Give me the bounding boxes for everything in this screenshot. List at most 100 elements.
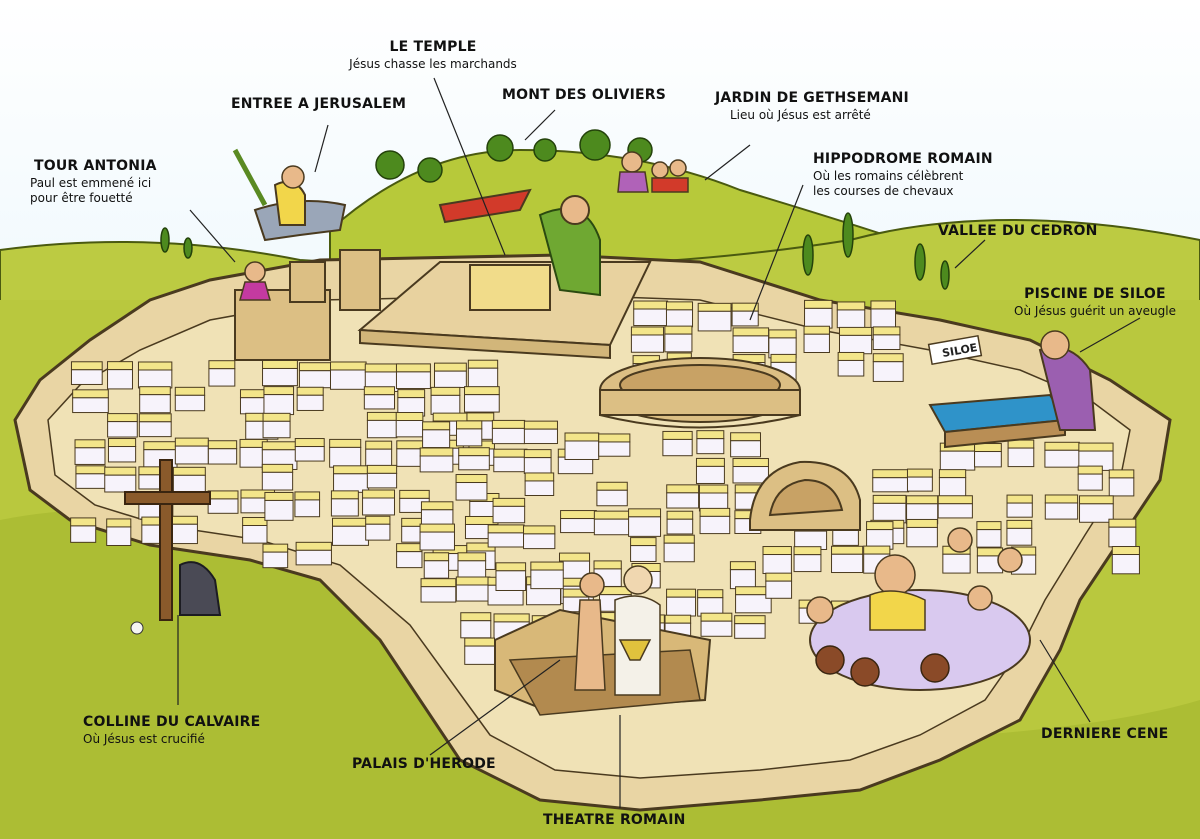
house (366, 464, 398, 489)
label-cene[interactable]: DERNIERE CENE (1041, 726, 1168, 744)
house (294, 438, 325, 462)
house-wall (523, 533, 556, 550)
label-hippodrome[interactable]: HIPPODROME ROMAIN Où les romains célèbre… (813, 151, 993, 199)
label-oliviers[interactable]: MONT DES OLIVIERS (502, 87, 666, 105)
house (262, 543, 289, 569)
house-roof (1077, 465, 1103, 475)
label-antonia-sub1: Paul est emmené ici (30, 175, 152, 190)
house-wall (362, 497, 395, 516)
house-wall (330, 498, 359, 517)
house-roof (524, 472, 555, 482)
house (698, 484, 729, 512)
house (395, 412, 424, 438)
house-roof (663, 534, 695, 544)
house-wall (262, 367, 298, 387)
house (329, 361, 367, 390)
house (564, 432, 600, 460)
label-hippodrome-sub2: les courses de chevaux (813, 183, 954, 198)
temple (357, 188, 652, 360)
house-roof (365, 440, 393, 450)
house-roof (397, 389, 426, 399)
house-roof (262, 359, 298, 369)
house (699, 507, 731, 535)
label-theatre[interactable]: THEATRE ROMAIN (543, 812, 686, 830)
house-roof (633, 300, 669, 310)
houses (70, 299, 1140, 669)
label-siloe[interactable]: PISCINE DE SILOE Où Jésus guérit un aveu… (995, 286, 1195, 319)
house (333, 465, 370, 493)
house-wall (974, 451, 1002, 468)
house (296, 386, 324, 411)
house (524, 472, 555, 496)
house (1079, 495, 1114, 523)
house-wall (976, 529, 1002, 548)
house-roof (770, 353, 797, 363)
house (697, 302, 732, 332)
label-siloe-sub: Où Jésus guérit un aveugle (1014, 303, 1176, 318)
house (1006, 494, 1033, 518)
house (104, 466, 137, 493)
house-roof (174, 437, 209, 447)
house-roof (298, 362, 332, 372)
house (464, 386, 500, 413)
house-roof (628, 508, 662, 518)
house-roof (803, 325, 830, 335)
house (730, 432, 761, 458)
house-wall (491, 427, 526, 445)
jesus-on-donkey (232, 148, 347, 242)
house-wall (464, 394, 500, 413)
house-wall (207, 448, 238, 465)
house-roof (171, 515, 198, 525)
house-wall (458, 455, 490, 471)
house-roof (492, 497, 526, 507)
label-herode[interactable]: PALAIS D'HERODE (352, 756, 496, 774)
label-calvaire-title: COLLINE DU CALVAIRE (83, 714, 261, 730)
house-roof (666, 484, 700, 494)
house (396, 543, 423, 569)
house (729, 561, 756, 590)
house-wall (530, 569, 564, 590)
house-wall (700, 620, 733, 637)
house-roof (72, 389, 109, 399)
house-wall (423, 560, 450, 579)
house-roof (699, 507, 731, 517)
house (365, 440, 393, 470)
label-oliviers-title: MONT DES OLIVIERS (502, 87, 667, 103)
house-wall (460, 620, 492, 639)
house-roof (365, 515, 391, 525)
house-roof (1111, 546, 1140, 556)
label-calvaire[interactable]: COLLINE DU CALVAIRE Où Jésus est crucifi… (83, 714, 260, 747)
house (662, 430, 693, 457)
house-roof (729, 561, 756, 571)
house (294, 491, 321, 518)
house-roof (906, 468, 933, 478)
house-wall (765, 580, 793, 599)
house-roof (432, 412, 468, 422)
label-cedron[interactable]: VALLEE DU CEDRON (938, 223, 1097, 241)
house-wall (495, 570, 527, 591)
house (630, 326, 665, 353)
house-roof (598, 433, 631, 443)
house-roof (329, 361, 367, 371)
house (174, 437, 209, 465)
house (491, 419, 526, 445)
house-roof (399, 489, 430, 499)
house-wall (329, 369, 367, 390)
house (734, 615, 766, 639)
label-temple[interactable]: LE TEMPLE Jésus chasse les marchands (338, 39, 528, 72)
house-roof (697, 302, 732, 312)
house-roof (872, 469, 910, 479)
house-roof (296, 386, 324, 396)
house-roof (263, 386, 295, 396)
label-entree[interactable]: ENTREE A JERUSALEM (231, 96, 406, 114)
house-wall (419, 455, 454, 473)
label-antonia[interactable]: TOUR ANTONIA Paul est emmené ici pour êt… (30, 158, 157, 206)
label-gethsemani[interactable]: JARDIN DE GETHSEMANI Lieu où Jésus est a… (715, 90, 909, 123)
house-wall (422, 429, 451, 449)
house-wall (938, 477, 967, 498)
house-roof (143, 441, 178, 451)
house (666, 484, 700, 509)
house-wall (1044, 449, 1080, 468)
house-roof (838, 326, 873, 336)
